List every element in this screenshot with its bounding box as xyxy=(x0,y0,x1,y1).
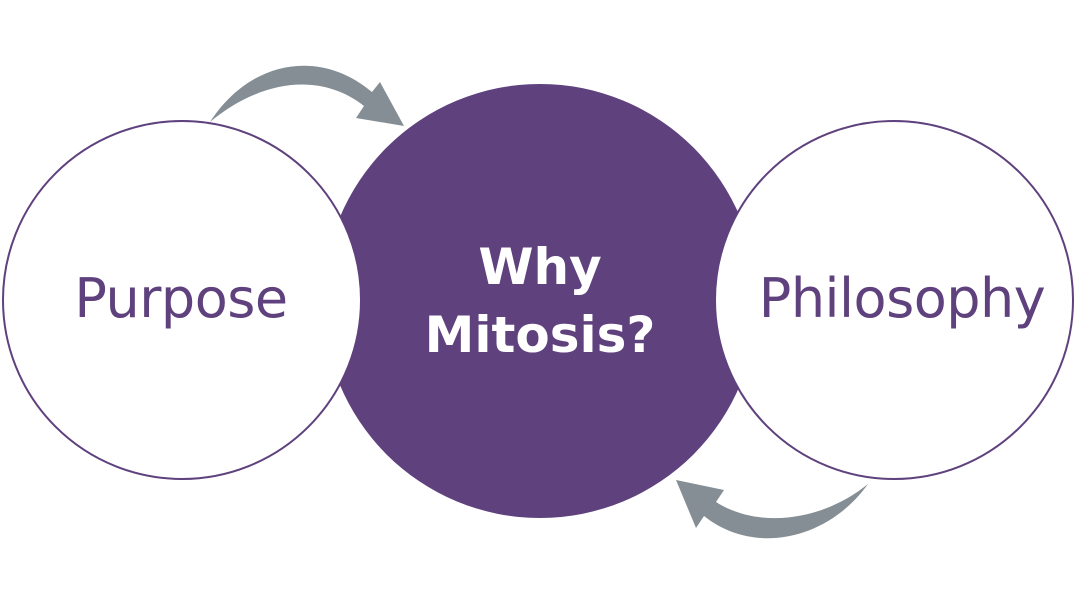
center-label-line-1: Why xyxy=(478,238,602,296)
right-circle xyxy=(714,120,1074,480)
top-curved-arrow-icon xyxy=(210,65,404,126)
philosophy-label-text: Philosophy xyxy=(758,266,1046,330)
philosophy-label: Philosophy xyxy=(712,248,1076,348)
left-circle xyxy=(2,120,362,480)
purpose-label-text: Purpose xyxy=(74,266,288,330)
center-label-line-2: Mitosis? xyxy=(424,306,656,364)
center-label: Why Mitosis? xyxy=(370,226,710,376)
center-circle xyxy=(323,84,757,518)
purpose-label: Purpose xyxy=(0,248,362,348)
bottom-curved-arrow-icon xyxy=(676,480,868,539)
